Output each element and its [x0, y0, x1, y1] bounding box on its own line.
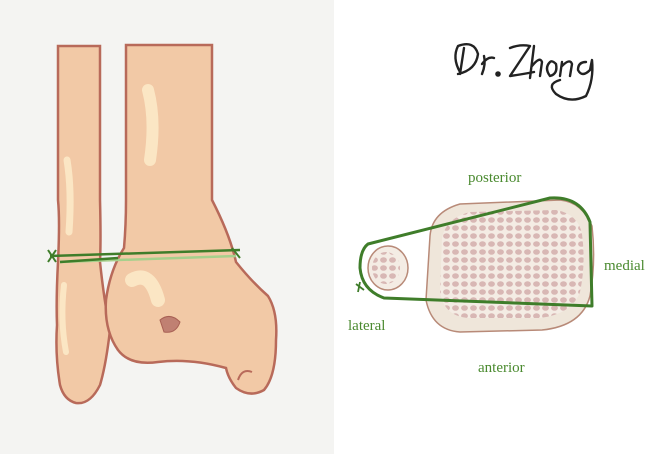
posterior-label: posterior: [468, 170, 521, 187]
medial-label: medial: [604, 258, 645, 275]
tibia-bone: [106, 45, 277, 394]
cross-section-diagram: [334, 0, 659, 454]
anterior-label: anterior: [478, 360, 525, 377]
cross-section-panel: posterior medial lateral anterior: [334, 0, 659, 454]
ankle-joint-illustration: [0, 0, 334, 454]
ligament-attachment-mark-right: [356, 282, 364, 292]
signature-dr-zhong: [455, 44, 592, 99]
ankle-illustration-panel: [0, 0, 334, 454]
lateral-label: lateral: [348, 318, 385, 335]
